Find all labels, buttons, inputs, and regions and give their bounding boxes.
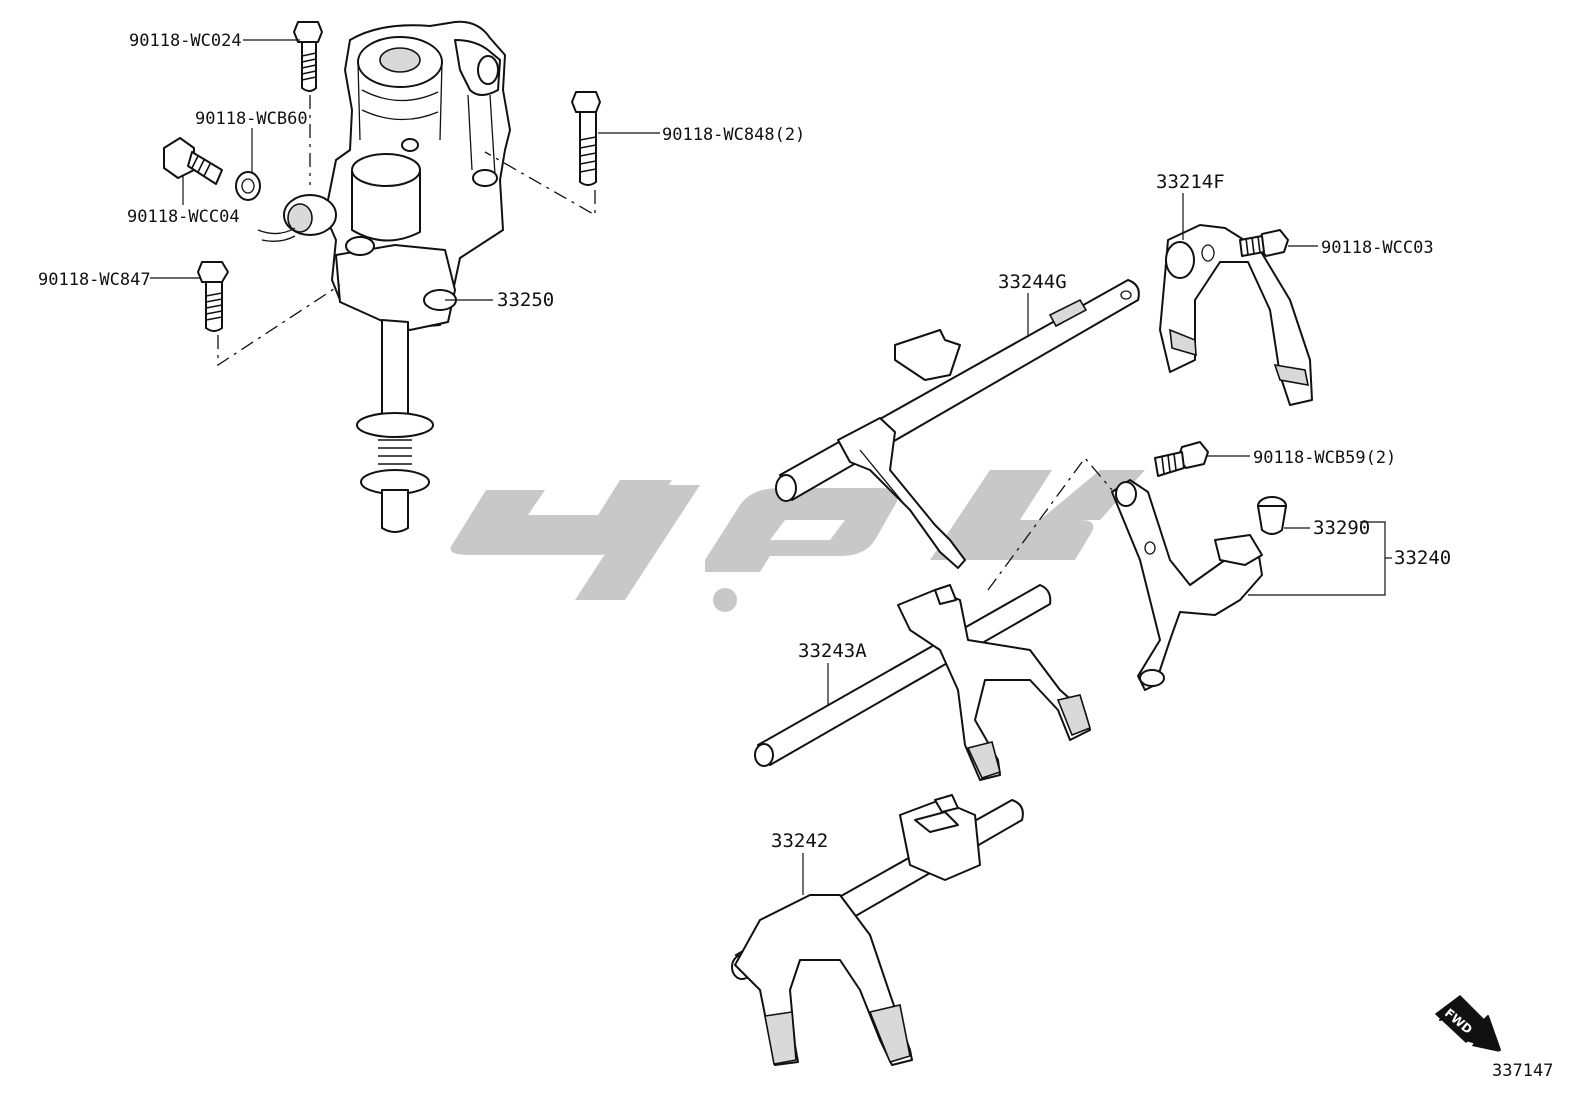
callout-washer-wcb60: 90118-WCB60	[195, 109, 308, 129]
callout-bolt-wcb59: 90118-WCB59(2)	[1253, 448, 1396, 468]
callout-labels: 90118-WC024 90118-WCB60 90118-WC848(2) 9…	[38, 31, 1553, 1081]
bolt-wcc03	[1239, 229, 1289, 257]
fwd-direction-arrow: FWD	[1434, 995, 1501, 1052]
alignment-line	[217, 284, 341, 367]
plug-wcc04	[163, 137, 223, 185]
callout-bolt-wc848: 90118-WC848(2)	[662, 125, 805, 145]
shift-fork-shaft-33244g	[775, 279, 1140, 569]
callout-lever-33240: 33240	[1394, 547, 1451, 569]
bolt-wcb59	[1154, 441, 1209, 477]
shift-select-housing-33250	[257, 20, 511, 533]
watermark-logo	[450, 470, 1145, 612]
callout-pin-33290: 33290	[1313, 517, 1370, 539]
bolt-wc847	[197, 261, 229, 332]
washer-wcb60	[235, 171, 261, 201]
callout-fork-33214f: 33214F	[1156, 171, 1225, 193]
callout-shaft-33243a: 33243A	[798, 640, 867, 662]
shift-fork-shaft-33242	[731, 794, 1024, 1066]
callout-bolt-wc024: 90118-WC024	[129, 31, 242, 51]
diagram-id: 337147	[1492, 1061, 1553, 1081]
shift-fork-shaft-33243a	[754, 584, 1091, 781]
pin-33290	[1257, 496, 1287, 535]
callout-plug-wcc04: 90118-WCC04	[127, 207, 240, 227]
shift-lever-33240	[1111, 479, 1263, 691]
callout-bolt-wcc03: 90118-WCC03	[1321, 238, 1434, 258]
callout-fork-33242: 33242	[771, 830, 828, 852]
callout-shift-assembly-33250: 33250	[497, 289, 554, 311]
bolt-wc848	[571, 91, 601, 186]
alignment-line	[484, 151, 596, 217]
callout-bolt-wc847: 90118-WC847	[38, 270, 151, 290]
callout-shaft-33244g: 33244G	[998, 271, 1067, 293]
leader-lines	[150, 39, 1392, 895]
shift-fork-33214f	[1159, 224, 1313, 406]
bolt-wc024	[293, 21, 323, 92]
